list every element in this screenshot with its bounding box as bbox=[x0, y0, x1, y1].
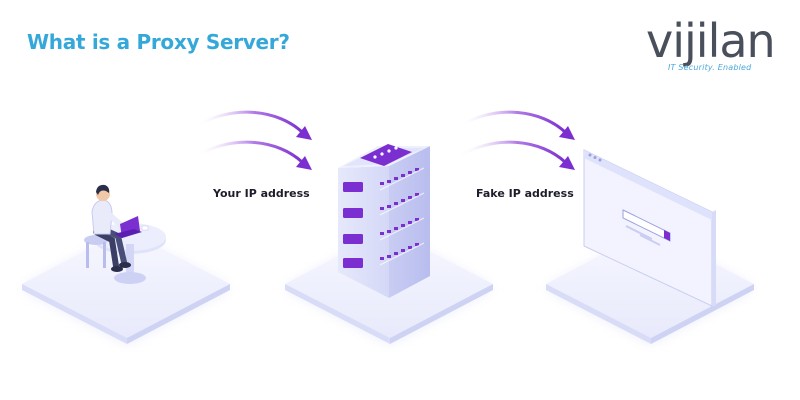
user-laptop-icon bbox=[84, 184, 166, 284]
platform-website bbox=[546, 230, 754, 344]
logo-tagline: IT Security. Enabled bbox=[668, 63, 752, 72]
browser-window-icon bbox=[583, 149, 716, 307]
logo-wordmark: vijilan bbox=[646, 14, 776, 68]
vijilan-logo: vijilan IT Security. Enabled bbox=[640, 16, 790, 78]
arrow-icon bbox=[194, 110, 312, 170]
page-title: What is a Proxy Server? bbox=[27, 30, 290, 54]
arrow-icon bbox=[457, 110, 575, 170]
fake-ip-label: Fake IP address bbox=[476, 187, 574, 200]
your-ip-label: Your IP address bbox=[213, 187, 310, 200]
server-icon bbox=[338, 144, 430, 298]
platform-user bbox=[22, 230, 230, 344]
